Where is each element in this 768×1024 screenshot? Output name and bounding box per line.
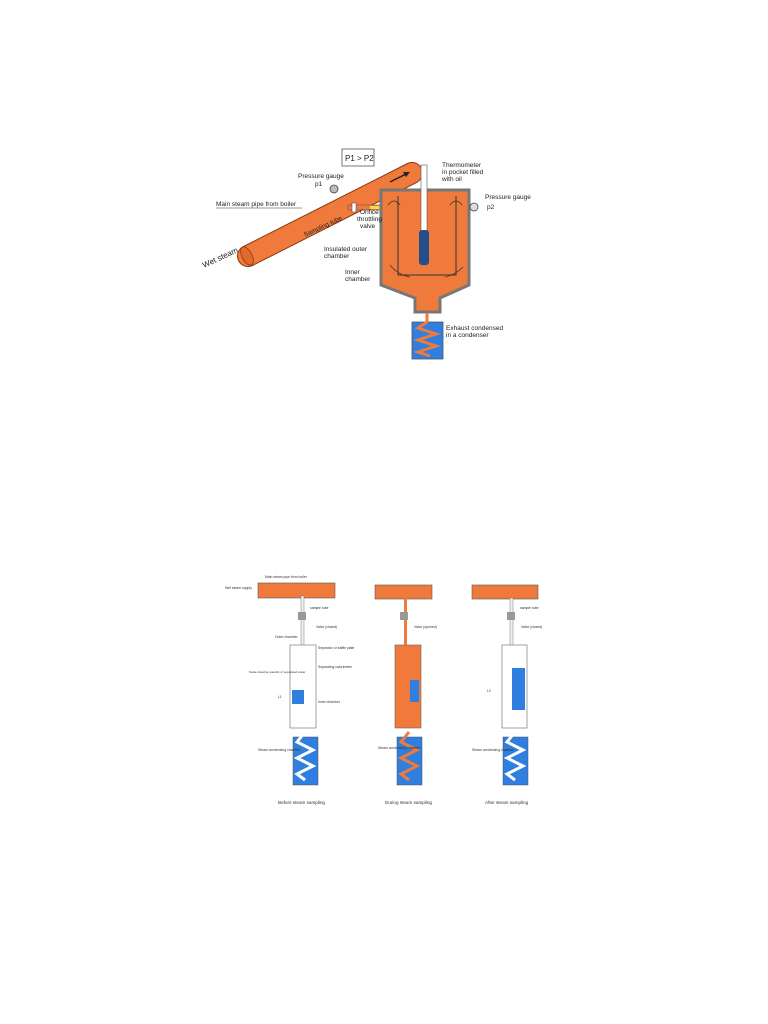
label-sample-tube: sample tube: [310, 606, 329, 610]
label-valve-closed: Valve (closed): [316, 625, 337, 629]
stage-before: Wet steam supply Main steam pipe from bo…: [225, 575, 354, 805]
inner-chamber: [397, 196, 457, 276]
label-throttling: throttling: [357, 216, 382, 223]
label-pocket: in pocket filled: [442, 169, 484, 176]
label-condensing-1: Steam condensing chamber: [258, 748, 301, 752]
label-p1: p1: [315, 181, 323, 188]
label-wet-supply: Wet steam supply: [225, 586, 252, 590]
label-pressure-gauge-1: Pressure gauge: [298, 173, 344, 180]
label-sample-tube-3: sample tube: [520, 606, 539, 610]
label-pressure-gauge-2: Pressure gauge: [485, 194, 531, 201]
pressure-gauge-p1-icon: [329, 184, 339, 194]
label-exhaust: Exhaust condensed: [446, 325, 503, 332]
label-p2: p2: [487, 204, 495, 211]
label-main-pipe: Main steam pipe from boiler: [216, 201, 297, 208]
label-inner-chamber-2: chamber: [345, 276, 371, 283]
pressure-gauge-p2-icon: [469, 202, 479, 212]
throttling-valve: [370, 206, 384, 209]
flow-arrows: [387, 200, 464, 278]
label-condensing-2: Steam condensing chamber: [378, 746, 421, 750]
label-separator: Separator or baffle plate: [318, 646, 354, 650]
label-outer-chamber-2: Outer chamber: [275, 635, 298, 639]
label-scale: Scale showing quantity of separated wate…: [249, 670, 305, 674]
label-condenser: in a condenser: [446, 332, 489, 339]
label-thermometer: Thermometer: [442, 162, 482, 169]
separating-calorimeter-diagram: Wet steam supply Main steam pipe from bo…: [225, 575, 542, 805]
label-l1: L1: [278, 695, 282, 699]
label-valve-opened: Valve (opened): [414, 625, 437, 629]
pressure-relation: P1 > P2: [345, 154, 374, 163]
label-inner-chamber: Inner: [345, 269, 361, 276]
throttling-calorimeter-diagram: P1 > P2 Pressure gauge p1 Main stea: [201, 148, 531, 360]
label-l2: L2: [487, 689, 491, 693]
caption-after: After steam sampling: [485, 800, 529, 805]
condenser-coil: [413, 313, 441, 358]
label-outer-chamber: Insulated outer: [324, 246, 368, 253]
caption-during: During steam sampling: [385, 800, 432, 805]
label-separating: Separating calorimeter: [318, 665, 353, 669]
label-oil: with oil: [441, 176, 462, 183]
label-wet-steam: Wet steam: [201, 245, 240, 269]
oil-pocket: [419, 230, 429, 265]
label-main-pipe-2: Main steam pipe from boiler: [265, 575, 308, 579]
pressure-relation-box: [341, 148, 375, 167]
main-steam-pipe: [237, 162, 423, 267]
stage-during: Valve (opened) Steam condensing chamber …: [374, 584, 437, 805]
label-orifice: Orifice: [360, 209, 379, 216]
stage-after: sample tube Valve (closed) L2 Steam cond…: [471, 584, 542, 805]
label-condensing-3: Steam condensing chamber: [472, 748, 515, 752]
label-valve: valve: [360, 223, 376, 230]
thermometer: [420, 164, 428, 238]
caption-before: Before steam sampling: [278, 800, 325, 805]
orifice: [351, 202, 357, 213]
label-outer-chamber-2: chamber: [324, 253, 350, 260]
label-valve-closed-3: Valve (closed): [521, 625, 542, 629]
label-inner-chamber-2: Inner chamber: [318, 700, 341, 704]
